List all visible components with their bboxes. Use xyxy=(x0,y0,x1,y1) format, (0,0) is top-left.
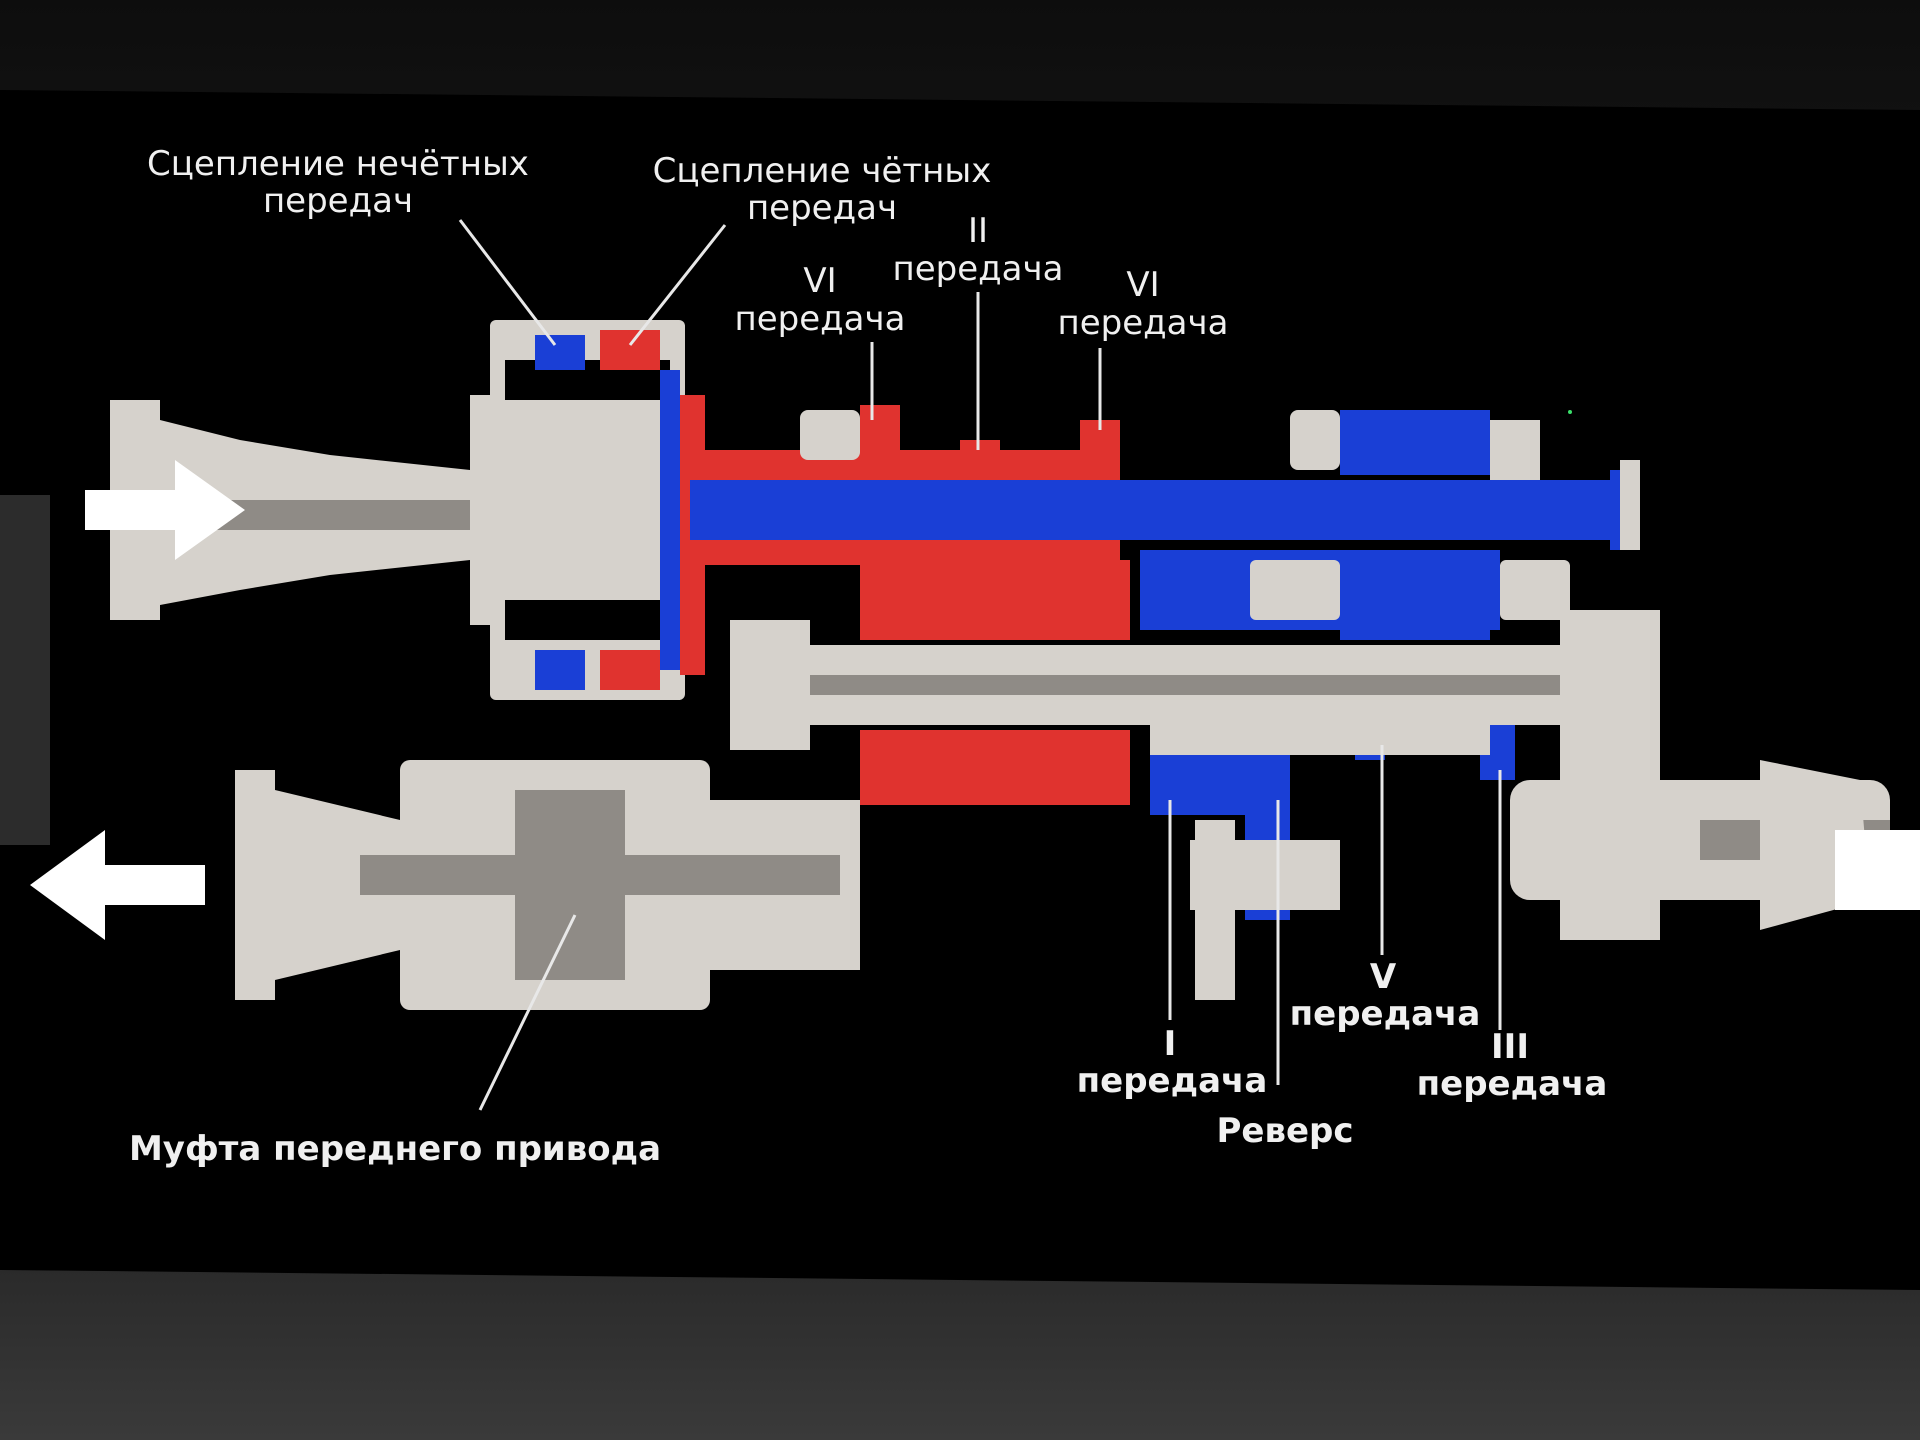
output-arrow-left xyxy=(30,830,205,940)
gear-ii-text: передача xyxy=(893,249,1064,289)
gear-vi-left-text: передача xyxy=(735,299,906,339)
gear-iii-text: передача xyxy=(1417,1064,1608,1104)
gear-vi-left-numeral: VI xyxy=(803,261,836,301)
front-drive-shaft xyxy=(235,760,860,1010)
even-clutch-label-1: Сцепление чётных xyxy=(653,151,992,191)
gear-vi-right-text: передача xyxy=(1058,303,1229,343)
gear-i-numeral: I xyxy=(1164,1024,1177,1064)
front-drive-clutch-label: Муфта переднего привода xyxy=(129,1129,661,1169)
odd-clutch-label-2: передач xyxy=(263,181,413,221)
even-clutch-label-2: передач xyxy=(747,188,897,228)
screen-edge-tab xyxy=(0,495,50,845)
countershaft xyxy=(730,610,1660,755)
stray-green-dot xyxy=(1568,410,1572,414)
even-hollow-shaft xyxy=(680,395,1130,805)
gear-v-numeral: V xyxy=(1370,957,1397,997)
odd-clutch-label-1: Сцепление нечётных xyxy=(147,144,529,184)
gear-i-text: передача xyxy=(1077,1061,1268,1101)
odd-clutch-leader xyxy=(458,219,557,346)
odd-clutch-top xyxy=(535,335,585,370)
reverse-label: Реверс xyxy=(1216,1111,1353,1151)
front-drive-clutch-leader xyxy=(478,914,577,1111)
input-arrow xyxy=(85,460,245,560)
odd-clutch-bottom xyxy=(535,650,585,690)
dual-clutch-pack xyxy=(490,320,685,700)
output-arrow-right xyxy=(1835,830,1920,910)
even-clutch-leader xyxy=(628,224,727,346)
even-clutch-top xyxy=(600,330,660,370)
gear-ii-numeral: II xyxy=(968,211,988,251)
gear-vi-right-numeral: VI xyxy=(1126,265,1159,305)
gear-iii-numeral: III xyxy=(1491,1027,1529,1067)
even-clutch-bottom xyxy=(600,650,660,690)
upper-gear-housings xyxy=(800,410,1640,620)
reverse-idler xyxy=(1190,820,1340,1000)
gear-v-text: передача xyxy=(1290,994,1481,1034)
output-shaft xyxy=(1510,740,1890,940)
